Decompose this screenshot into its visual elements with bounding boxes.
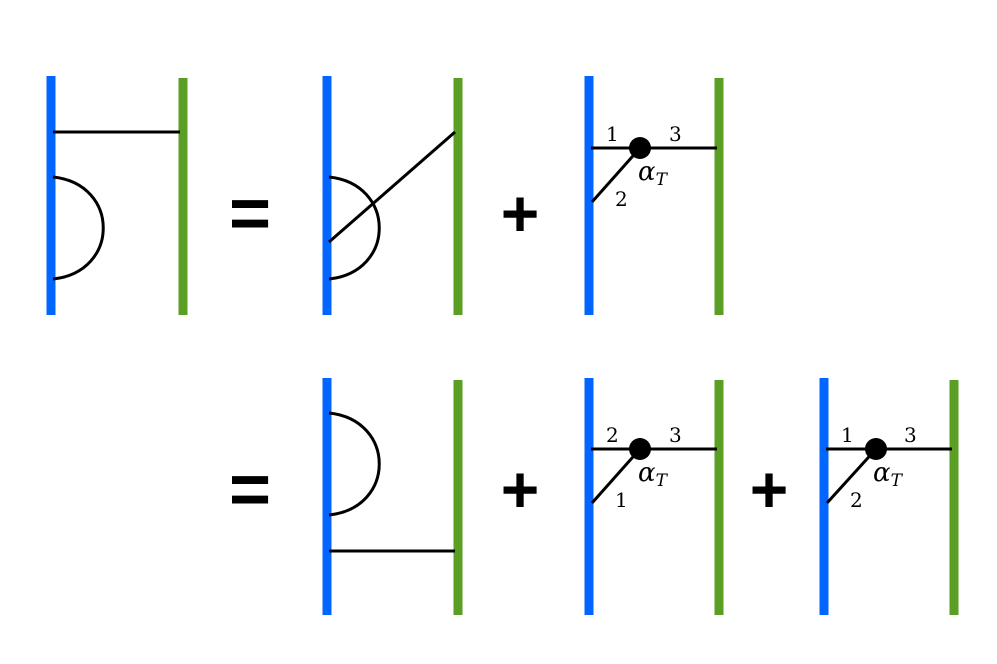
vertex-dot: [865, 438, 887, 460]
diagonal-propagator: [328, 130, 456, 244]
rainbow-diagram: [322, 378, 463, 615]
alpha-t-label: αT: [873, 458, 904, 491]
label-1: 1: [615, 488, 628, 512]
label-2: 2: [850, 488, 863, 512]
alpha-t-label: αT: [638, 157, 669, 190]
equals-sign-1: =: [229, 174, 271, 254]
self-energy-arc: [328, 411, 381, 517]
label-3: 3: [904, 423, 917, 447]
crossed-diagram: [322, 76, 463, 315]
label-3: 3: [669, 122, 682, 146]
leg-1: [590, 448, 642, 504]
lhs-diagram: [46, 76, 188, 315]
self-energy-arc: [328, 175, 381, 281]
plus-sign-1: +: [501, 176, 540, 250]
vertex-diagram-bottom-2: 1 3 2 αT: [819, 378, 959, 615]
equals-sign-2: =: [229, 450, 271, 530]
plus-sign-3: +: [750, 452, 789, 526]
label-1: 1: [606, 122, 619, 146]
label-3: 3: [669, 423, 682, 447]
vertex-diagram-bottom-1: 2 3 1 αT: [584, 378, 724, 615]
label-2: 2: [606, 423, 619, 447]
alpha-t-label: αT: [638, 458, 669, 491]
self-energy-arc: [52, 175, 105, 281]
vertex-diagram-top: 1 3 2 αT: [584, 76, 724, 315]
vertex-dot: [629, 137, 651, 159]
vertex-dot: [629, 438, 651, 460]
label-1: 1: [841, 423, 854, 447]
leg-2: [825, 447, 878, 505]
label-2: 2: [615, 187, 628, 211]
plus-sign-2: +: [501, 452, 540, 526]
leg-2: [590, 147, 642, 203]
